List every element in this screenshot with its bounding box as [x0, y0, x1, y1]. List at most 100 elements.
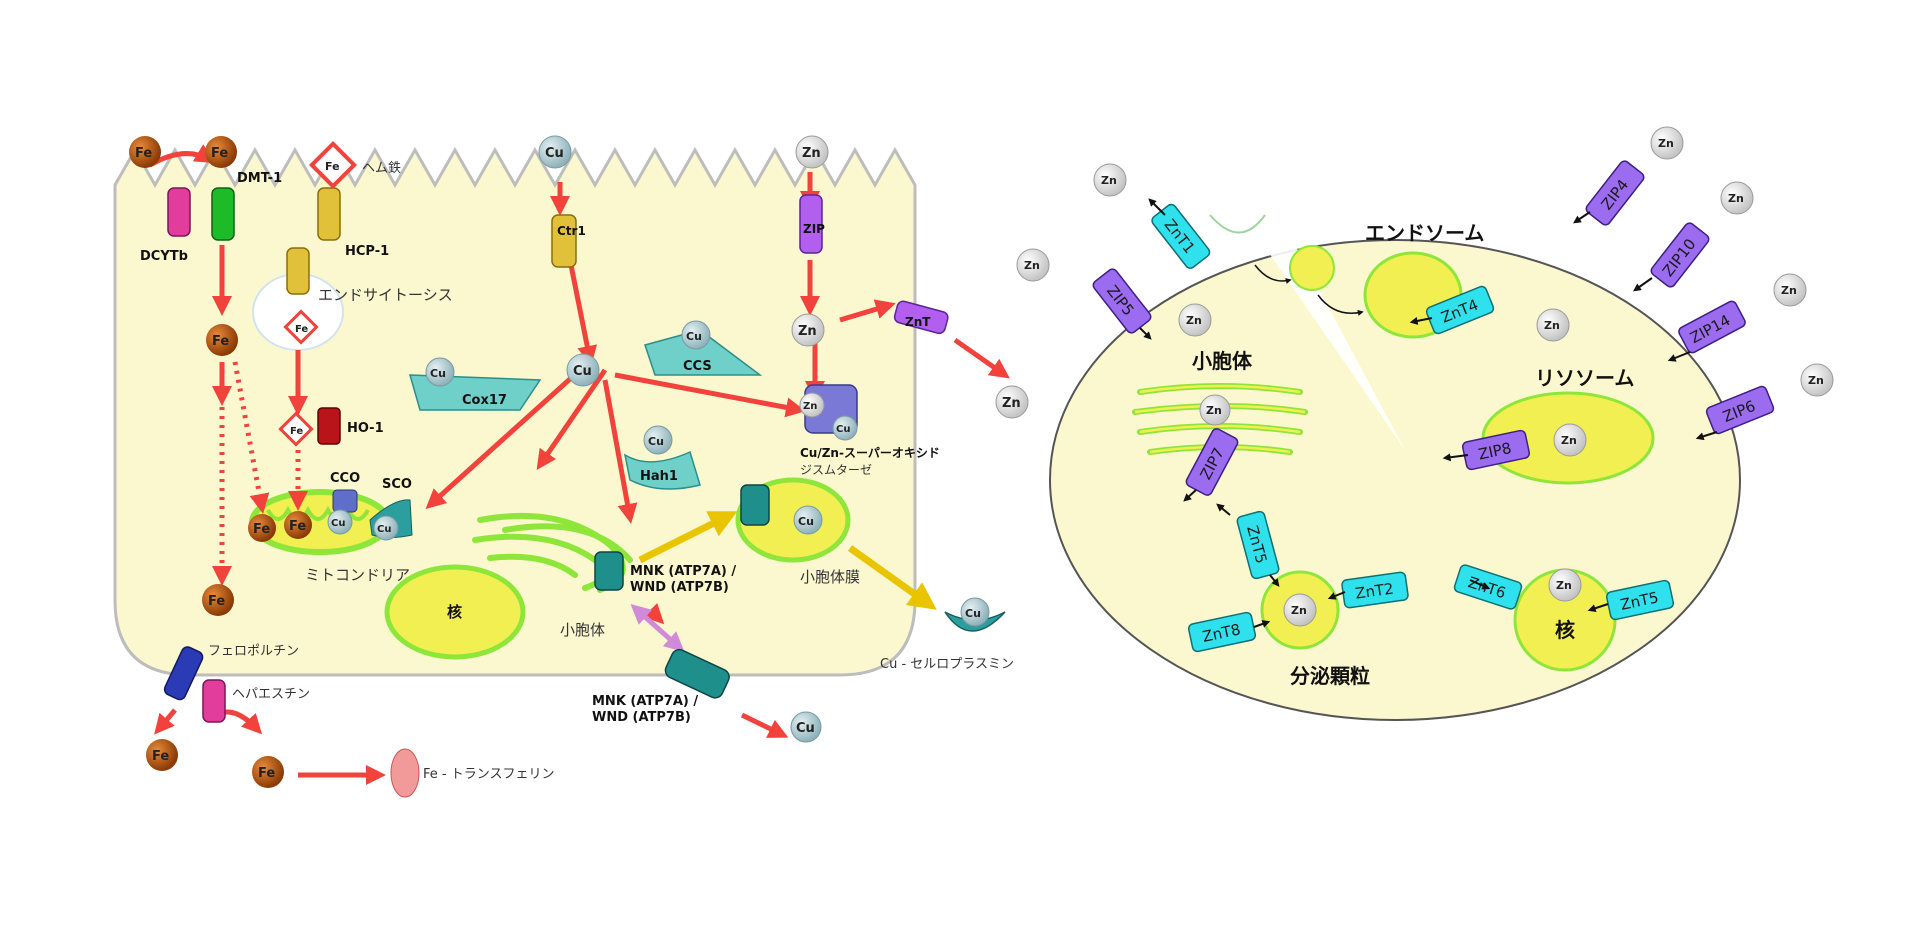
- zn-ion-cytosol: [791, 313, 825, 347]
- ctr1-label: Ctr1: [557, 224, 586, 238]
- endocytosis-label: エンドサイトーシス: [318, 286, 453, 304]
- zn-ion-r1: [1093, 163, 1127, 197]
- fe-text-4: Fe: [253, 522, 270, 537]
- heme-diamond-ho: [278, 411, 314, 447]
- zn-ion-r6: [1720, 181, 1754, 215]
- atp7-out-label-2: WND (ATP7B): [592, 710, 691, 725]
- zn-r-text-10: Zn: [1561, 434, 1577, 447]
- zn-ion-blood: [995, 385, 1029, 419]
- zinc-ion-labels-left: Zn Zn Zn Zn: [798, 146, 1021, 412]
- zn-r-text-4: Zn: [1544, 319, 1560, 332]
- cu-text-2: Cu: [573, 364, 592, 379]
- atp7-out-label-1: MNK (ATP7A) /: [592, 694, 698, 709]
- zip8-transporter: ZIP8: [1461, 429, 1531, 471]
- fe-text-2: Fe: [211, 146, 228, 161]
- cu-ion-sod: [832, 415, 858, 441]
- copper-ion-labels: Cu Cu Cu Cu Cu Cu Cu Cu Cu Cu Cu: [331, 146, 981, 736]
- cu-text-1: Cu: [545, 146, 564, 161]
- zn-ion-r4: [1536, 308, 1570, 342]
- heme-diamond-endo: [283, 309, 319, 345]
- zip5-transporter: ZIP5: [1092, 268, 1152, 334]
- cu-ion-cox17: [425, 357, 455, 387]
- znt1-transporter: ZnT1: [1151, 203, 1211, 269]
- atox1-label: Hah1: [640, 469, 678, 484]
- znt8-transporter: ZnT8: [1187, 611, 1257, 653]
- fe-text-ho: Fe: [290, 426, 303, 437]
- zn-text-3: Zn: [803, 401, 817, 412]
- zn-r-text-7: Zn: [1781, 284, 1797, 297]
- golgi-right-label: 小胞体: [1192, 349, 1253, 373]
- copper-secretion-arrows: [638, 511, 937, 610]
- atp7-trafficking-arrow: [630, 604, 685, 652]
- zn-r-text-1: Zn: [1101, 174, 1117, 187]
- zip6-transporter: ZIP6: [1705, 385, 1775, 435]
- cu-ion-ccs: [681, 320, 711, 350]
- zn-r-text-2: Zn: [1024, 259, 1040, 272]
- dmt1-label: DMT-1: [237, 171, 282, 186]
- right-cell-panel: エンドソーム 小胞体 リソソーム 分泌顆粒 核 ZnT1: [1016, 126, 1834, 721]
- cu-ion-lumen: [538, 135, 572, 169]
- cu-text-4: Cu: [686, 330, 702, 343]
- znt5-transporter-granule: ZnT5: [1236, 510, 1280, 580]
- ccs-label: CCS: [683, 359, 712, 374]
- nucleus-right-label: 核: [1555, 618, 1575, 642]
- zn-ion-granule: [1283, 593, 1317, 627]
- transferrin-protein: [390, 748, 420, 798]
- cu-ion-blood: [790, 711, 822, 743]
- zn-ion-r7: [1773, 273, 1807, 307]
- zn-r-text-5: Zn: [1658, 137, 1674, 150]
- fe-text-6: Fe: [208, 594, 225, 609]
- cu-text-6: Cu: [836, 424, 850, 435]
- left-cell-panel: 核 小胞体 ミトコンドリア 小胞体膜 エンドサイトーシス: [113, 135, 1029, 798]
- atp7-membrane: [664, 648, 730, 699]
- cu-text-8: Cu: [377, 524, 391, 535]
- fe2-ion-lumen: [205, 136, 237, 168]
- nucleus: [384, 564, 526, 660]
- copper-ions: [327, 135, 990, 743]
- zip-transporter-left: [799, 194, 823, 254]
- zn-r-text-12: Zn: [1556, 579, 1572, 592]
- fe-text-heme: Fe: [325, 160, 340, 173]
- zinc-ion-labels-right: Zn Zn Zn Zn Zn Zn Zn Zn Zn Zn Zn Zn: [1024, 137, 1824, 617]
- zn-r-text-11: Zn: [1291, 604, 1307, 617]
- cox17-label: Cox17: [462, 393, 507, 408]
- zn-ion-sod: [799, 392, 825, 418]
- early-endosome: [1289, 245, 1335, 291]
- zip4-transporter: ZIP4: [1585, 160, 1645, 226]
- cco-label: CCO: [330, 471, 360, 486]
- sod-label-1: Cu/Zn-スーパーオキシド: [800, 446, 940, 460]
- vesicle-label: 小胞体膜: [800, 568, 860, 586]
- zn-r-text-3: Zn: [1186, 314, 1202, 327]
- atp7-golgi-label-2: WND (ATP7B): [630, 580, 729, 595]
- zn-ion-r5: [1650, 126, 1684, 160]
- zn-ion-r3: [1178, 303, 1212, 337]
- znt2-label: ZnT2: [1354, 580, 1395, 603]
- zn-ion-lumen: [795, 135, 829, 169]
- zip-label-left: ZIP: [803, 222, 825, 236]
- nucleus-label: 核: [447, 603, 462, 621]
- fe-text-3: Fe: [212, 334, 229, 349]
- atox1-chaperone: [623, 450, 701, 490]
- ceruloplasmin-label: Cu - セルロプラスミン: [880, 657, 1014, 672]
- lysosome-label: リソソーム: [1535, 366, 1634, 390]
- zn-r-text-8: Zn: [1808, 374, 1824, 387]
- zn-text-2: Zn: [798, 324, 817, 339]
- golgi-label: 小胞体: [560, 621, 605, 639]
- zn-r-text-6: Zn: [1728, 192, 1744, 205]
- transferrin-label: Fe - トランスフェリン: [423, 767, 554, 782]
- ctr1-transporter: [551, 214, 577, 268]
- zn-ion-r2: [1016, 248, 1050, 282]
- sod-label-2: ジスムターゼ: [800, 463, 872, 477]
- atp7-vesicle: [740, 484, 770, 526]
- fe-text-5: Fe: [289, 519, 306, 534]
- endocytic-cone: [1260, 240, 1405, 450]
- sco-label: SCO: [382, 477, 412, 492]
- zn-ion-r8: [1800, 363, 1834, 397]
- fe-text-8: Fe: [258, 766, 275, 781]
- cu-text-7: Cu: [331, 518, 345, 529]
- zn-ion-nucleus: [1548, 568, 1582, 602]
- zn-ion-lysosome: [1553, 423, 1587, 457]
- iron-dotted-arrows: [212, 361, 308, 586]
- ferroportin-transporter: [163, 646, 204, 701]
- cu-ion-cytosol: [566, 353, 600, 387]
